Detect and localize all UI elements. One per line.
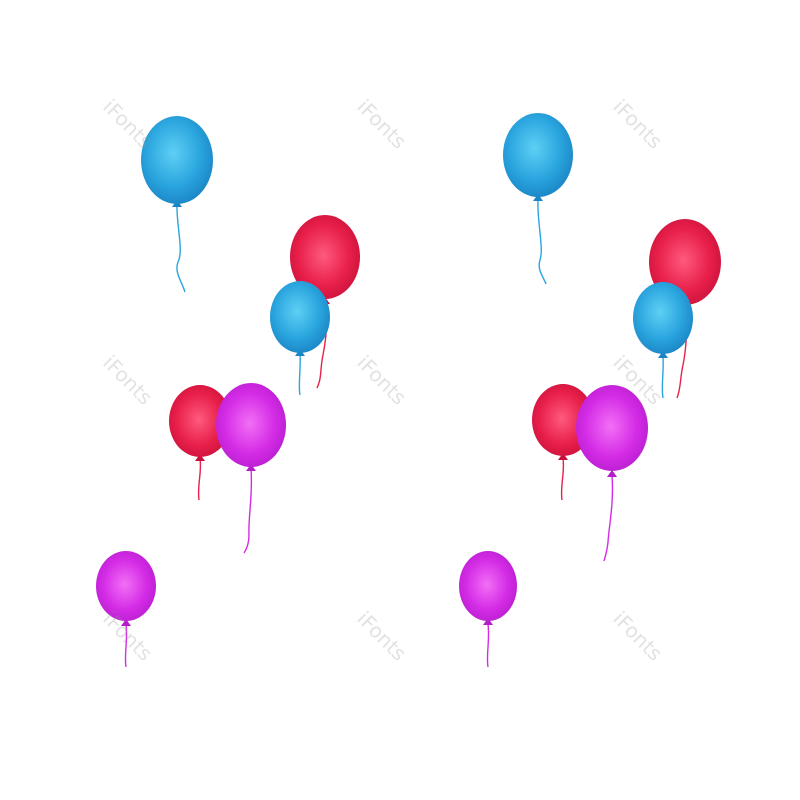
balloon-blue [141,116,213,293]
balloon-blue [270,281,330,396]
balloon-magenta [216,383,286,554]
balloon-blue [633,282,693,399]
balloon-magenta [459,551,517,668]
balloon-red [169,385,231,501]
balloon-blue [503,113,573,285]
balloon-magenta [576,385,648,562]
balloon-magenta [96,551,156,668]
